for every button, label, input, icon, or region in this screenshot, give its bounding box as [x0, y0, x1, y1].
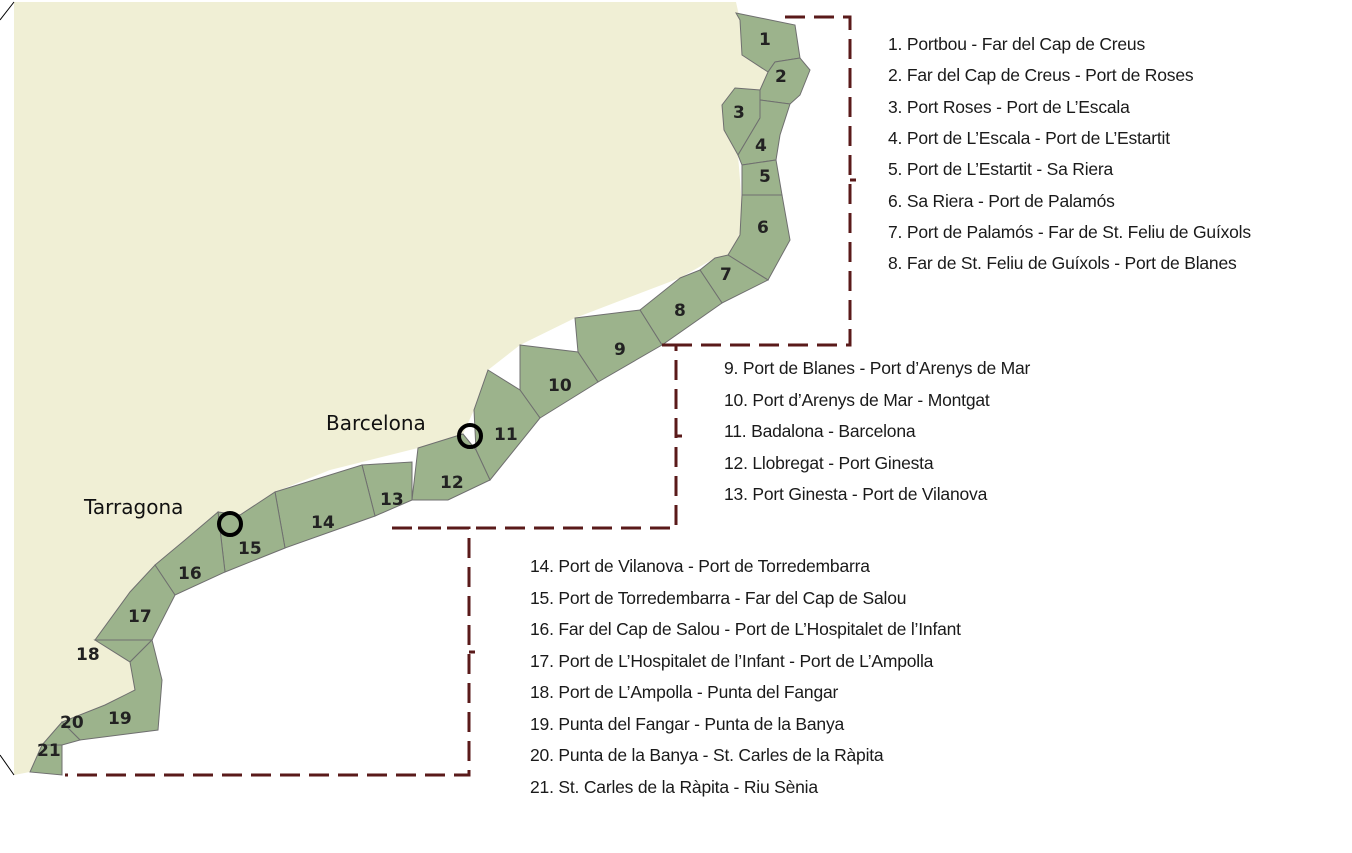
segment-number-2: 2 — [775, 67, 787, 87]
legend-item-1: 1. Portbou - Far del Cap de Creus — [888, 34, 1146, 54]
legend-item-11: 11. Badalona - Barcelona — [724, 421, 916, 441]
segment-number-17: 17 — [128, 607, 152, 627]
segment-number-7: 7 — [720, 265, 732, 285]
zone-polygon-8 — [639, 269, 723, 346]
legend-item-18: 18. Port de L’Ampolla - Punta del Fangar — [530, 682, 839, 702]
segment-number-5: 5 — [759, 167, 771, 187]
legend-brackets — [65, 15, 856, 777]
segment-number-19: 19 — [108, 709, 132, 729]
land-area — [14, 2, 768, 775]
zone-polygon-9 — [574, 309, 663, 383]
segment-number-8: 8 — [674, 301, 686, 321]
frame-line-top-left — [0, 1, 15, 21]
zone-polygon-10 — [519, 344, 599, 419]
segment-number-4: 4 — [755, 136, 767, 156]
segment-number-12: 12 — [440, 473, 464, 493]
legend-item-15: 15. Port de Torredembarra - Far del Cap … — [530, 587, 907, 608]
sea-zones — [29, 12, 811, 776]
legend-item-4: 4. Port de L’Escala - Port de L’Estartit — [888, 127, 1170, 148]
segment-number-1: 1 — [759, 30, 771, 50]
zone-polygon-7 — [699, 254, 770, 304]
legend-item-2: 2. Far del Cap de Creus - Port de Roses — [888, 65, 1194, 86]
segment-number-14: 14 — [311, 513, 335, 533]
tarragona-label: Tarragona — [83, 495, 183, 519]
legend-item-14: 14. Port de Vilanova - Port de Torredemb… — [530, 556, 870, 576]
legend-item-20: 20. Punta de la Banya - St. Carles de la… — [530, 745, 884, 765]
barcelona-marker — [457, 423, 483, 449]
segment-number-3: 3 — [733, 103, 745, 123]
segment-number-15: 15 — [238, 539, 262, 559]
legend-item-17: 17. Port de L’Hospitalet de l’Infant - P… — [530, 650, 934, 671]
bracket-segments-14-21 — [65, 526, 471, 777]
legend-item-5: 5. Port de L’Estartit - Sa Riera — [888, 159, 1114, 180]
legend-item-3: 3. Port Roses - Port de L’Escala — [888, 96, 1130, 117]
barcelona-label: Barcelona — [326, 411, 426, 435]
legend-item-12: 12. Llobregat - Port Ginesta — [724, 452, 934, 473]
legend-item-9: 9. Port de Blanes - Port d’Arenys de Mar — [724, 358, 1031, 378]
legend-item-13: 13. Port Ginesta - Port de Vilanova — [724, 484, 988, 504]
segment-number-10: 10 — [548, 376, 572, 396]
segment-number-16: 16 — [178, 564, 202, 584]
zone-polygon-21 — [29, 744, 63, 776]
segment-number-11: 11 — [494, 425, 518, 445]
legend-item-10: 10. Port d’Arenys de Mar - Montgat — [724, 389, 990, 410]
segment-number-20: 20 — [60, 713, 84, 733]
segment-number-6: 6 — [757, 218, 769, 238]
legend-item-16: 16. Far del Cap de Salou - Port de L’Hos… — [530, 619, 961, 639]
segment-number-21: 21 — [37, 741, 61, 761]
segment-number-9: 9 — [614, 340, 626, 360]
legend-item-6: 6. Sa Riera - Port de Palamós — [888, 190, 1115, 211]
frame-line-bottom-left — [0, 754, 15, 776]
legend-item-21: 21. St. Carles de la Ràpita - Riu Sènia — [530, 776, 818, 797]
segment-number-18: 18 — [76, 645, 100, 665]
legend-item-19: 19. Punta del Fangar - Punta de la Banya — [530, 713, 845, 734]
legend-item-8: 8. Far de St. Feliu de Guíxols - Port de… — [888, 253, 1237, 274]
tarragona-marker — [217, 511, 243, 537]
segment-number-13: 13 — [380, 490, 404, 510]
bracket-segments-1-8 — [662, 15, 852, 347]
legend-item-7: 7. Port de Palamós - Far de St. Feliu de… — [888, 221, 1251, 242]
